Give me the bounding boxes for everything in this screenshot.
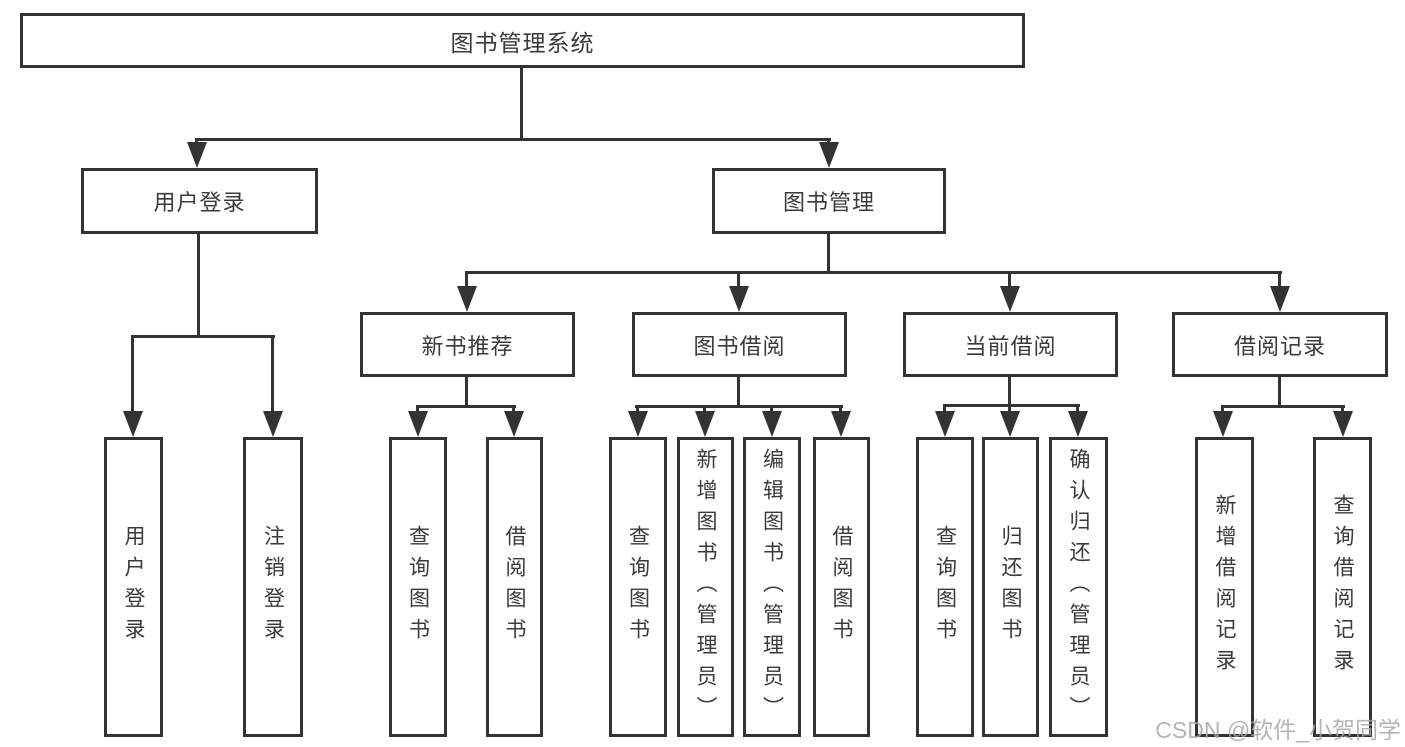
arrowhead-icon [1213,411,1233,437]
connector-line [197,234,200,337]
leaf-query-books-borrowing: 查询图书 [609,437,667,737]
leaf-confirm-return-admin-label: 确认归还（管理员） [1067,447,1090,727]
leaf-logout-label: 注销登录 [261,525,285,649]
leaf-query-borrow-record: 查询借阅记录 [1313,437,1372,737]
arrowhead-icon [819,142,839,168]
arrowhead-icon [762,411,782,437]
arrowhead-icon [187,142,207,168]
connector-line [465,271,1282,274]
arrowhead-icon [628,411,648,437]
node-current-borrowing-label: 当前借阅 [964,333,1057,359]
leaf-add-borrow-record-label: 新增借阅记录 [1213,494,1236,680]
leaf-query-books-borrowing-label: 查询图书 [626,525,650,649]
arrowhead-icon [729,286,749,312]
connector-line [1221,405,1345,408]
connector-line [943,406,946,414]
node-new-book-recommend: 新书推荐 [360,312,575,377]
connector-line [416,405,516,408]
leaf-return-book-label: 归还图书 [999,525,1022,649]
node-book-borrowing: 图书借阅 [632,312,847,377]
leaf-confirm-return-admin: 确认归还（管理员） [1049,437,1108,737]
connector-line [737,377,740,408]
connector-line [635,405,843,408]
arrowhead-icon [1000,286,1020,312]
connector-line [195,138,831,141]
arrowhead-icon [1068,411,1088,437]
connector-line [271,336,274,414]
connector-line [1076,406,1079,414]
arrowhead-icon [1270,286,1290,312]
leaf-user-login-label: 用户登录 [122,525,145,649]
leaf-borrow-books-recommend-label: 借阅图书 [503,525,526,649]
arrowhead-icon [123,411,143,437]
node-borrowing-records: 借阅记录 [1172,312,1388,377]
node-user-login: 用户登录 [81,168,318,234]
leaf-return-book: 归还图书 [982,437,1039,737]
arrowhead-icon [935,411,955,437]
arrowhead-icon [408,411,428,437]
leaf-query-books-current: 查询图书 [916,437,974,737]
connector-line [1008,406,1011,414]
leaf-logout: 注销登录 [243,437,303,737]
leaf-add-book-admin: 新增图书（管理员） [677,437,734,737]
connector-line [1278,377,1281,408]
node-book-management-label: 图书管理 [782,190,875,215]
leaf-add-book-admin-label: 新增图书（管理员） [694,447,717,727]
leaf-query-books-recommend: 查询图书 [389,437,447,737]
leaf-add-borrow-record: 新增借阅记录 [1195,437,1254,737]
leaf-query-books-recommend-label: 查询图书 [406,525,430,649]
node-new-book-recommend-label: 新书推荐 [421,333,514,359]
connector-line [520,68,523,140]
leaf-borrow-books-recommend: 借阅图书 [486,437,543,737]
node-current-borrowing: 当前借阅 [903,312,1118,377]
leaf-query-books-current-label: 查询图书 [933,525,957,649]
connector-line [943,404,1080,407]
connector-line [465,273,468,289]
arrowhead-icon [504,411,524,437]
connector-line [1008,377,1011,407]
connector-line [131,336,134,414]
arrowhead-icon [695,411,715,437]
connector-line [1008,273,1011,289]
csdn-watermark: CSDN @软件_小贺同学 [1155,717,1401,743]
leaf-borrow-books-borrowing-label: 借阅图书 [830,525,853,649]
node-root: 图书管理系统 [20,13,1025,68]
arrowhead-icon [457,286,477,312]
leaf-query-borrow-record-label: 查询借阅记录 [1331,494,1354,680]
arrowhead-icon [1333,411,1353,437]
connector-line [465,377,468,408]
node-user-login-label: 用户登录 [153,190,246,215]
leaf-borrow-books-borrowing: 借阅图书 [813,437,870,737]
connector-line [131,335,275,338]
node-borrowing-records-label: 借阅记录 [1233,333,1326,359]
leaf-user-login: 用户登录 [104,437,163,737]
connector-line [737,273,740,289]
connector-line [827,234,830,274]
arrowhead-icon [831,411,851,437]
leaf-edit-book-admin-label: 编辑图书（管理员） [760,447,784,727]
connector-line [1278,273,1281,289]
node-book-management: 图书管理 [712,168,946,234]
node-book-borrowing-label: 图书借阅 [693,333,786,359]
leaf-edit-book-admin: 编辑图书（管理员） [743,437,801,737]
arrowhead-icon [263,411,283,437]
arrowhead-icon [1000,411,1020,437]
node-root-label: 图书管理系统 [450,29,595,56]
